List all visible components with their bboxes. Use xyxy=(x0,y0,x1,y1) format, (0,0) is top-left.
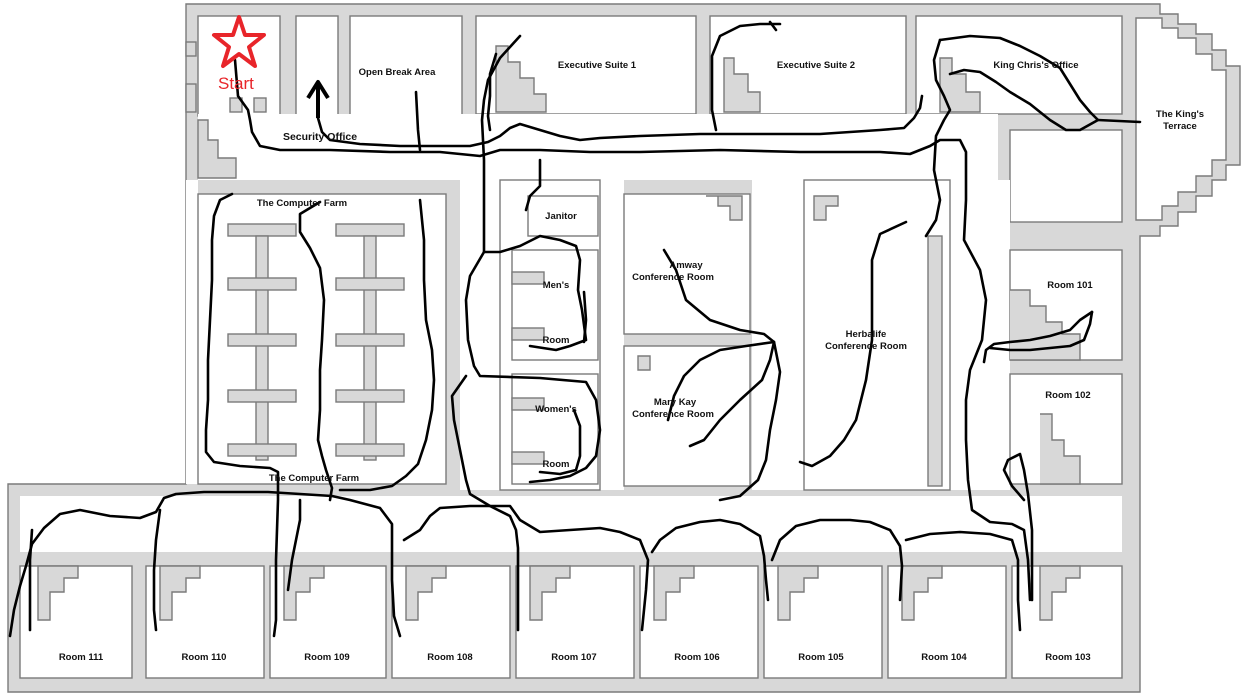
mary-kay-label-1: Mary Kay xyxy=(654,397,697,408)
arrow-up-icon xyxy=(306,80,330,118)
executive-suite-2-label: Executive Suite 2 xyxy=(777,60,855,71)
mens-label: Men's xyxy=(543,280,570,291)
route-drawing xyxy=(8,20,1142,638)
room-101-label: Room 101 xyxy=(1047,280,1093,291)
corridors xyxy=(20,114,1122,552)
room-108-label: Room 108 xyxy=(427,652,472,663)
star-icon xyxy=(212,15,266,68)
king-terrace-room xyxy=(1135,17,1227,221)
amway-conference-room xyxy=(623,193,751,335)
start-label: Start xyxy=(218,74,254,93)
womens-label: Women's xyxy=(535,404,577,415)
room-labels: Open Break Area Executive Suite 1 Execut… xyxy=(59,60,1204,663)
right-rooms xyxy=(1009,249,1123,485)
upper-right-room xyxy=(1009,129,1123,223)
mary-kay-label-2: Conference Room xyxy=(632,409,714,420)
room-105-label: Room 105 xyxy=(798,652,844,663)
herbalife-label-1: Herbalife xyxy=(846,329,887,340)
start-marker: Start xyxy=(212,15,266,93)
room-104-label: Room 104 xyxy=(921,652,967,663)
room-107-label: Room 107 xyxy=(551,652,596,663)
room-109-label: Room 109 xyxy=(304,652,349,663)
mens-room-label: Room xyxy=(543,335,570,346)
executive-suite-1-label: Executive Suite 1 xyxy=(558,60,637,71)
amway-label-2: Conference Room xyxy=(632,272,714,283)
room-106-label: Room 106 xyxy=(674,652,719,663)
amway-label-1: Amway xyxy=(669,260,703,271)
top-rooms xyxy=(197,15,1227,223)
janitor-label: Janitor xyxy=(545,211,577,222)
janitor-room xyxy=(527,195,599,237)
herbalife-conference-room xyxy=(803,179,951,491)
room-103-label: Room 103 xyxy=(1045,652,1090,663)
king-terrace-label-1: The King's xyxy=(1156,109,1204,120)
open-break-area-room xyxy=(349,15,463,117)
open-break-area-label: Open Break Area xyxy=(359,67,436,78)
room-102-label: Room 102 xyxy=(1045,390,1090,401)
room-111-label: Room 111 xyxy=(59,652,104,663)
room-110-label: Room 110 xyxy=(182,652,227,663)
security-office-label: Security Office xyxy=(283,131,357,143)
king-chris-office-label: King Chris's Office xyxy=(993,60,1078,71)
computer-farm-top-label: The Computer Farm xyxy=(257,198,347,209)
wall-accents xyxy=(185,41,981,371)
king-terrace-label-2: Terrace xyxy=(1163,121,1197,132)
womens-room xyxy=(511,373,599,485)
herbalife-label-2: Conference Room xyxy=(825,341,907,352)
womens-room-label: Room xyxy=(543,459,570,470)
computer-farm-bottom-label: The Computer Farm xyxy=(269,473,359,484)
